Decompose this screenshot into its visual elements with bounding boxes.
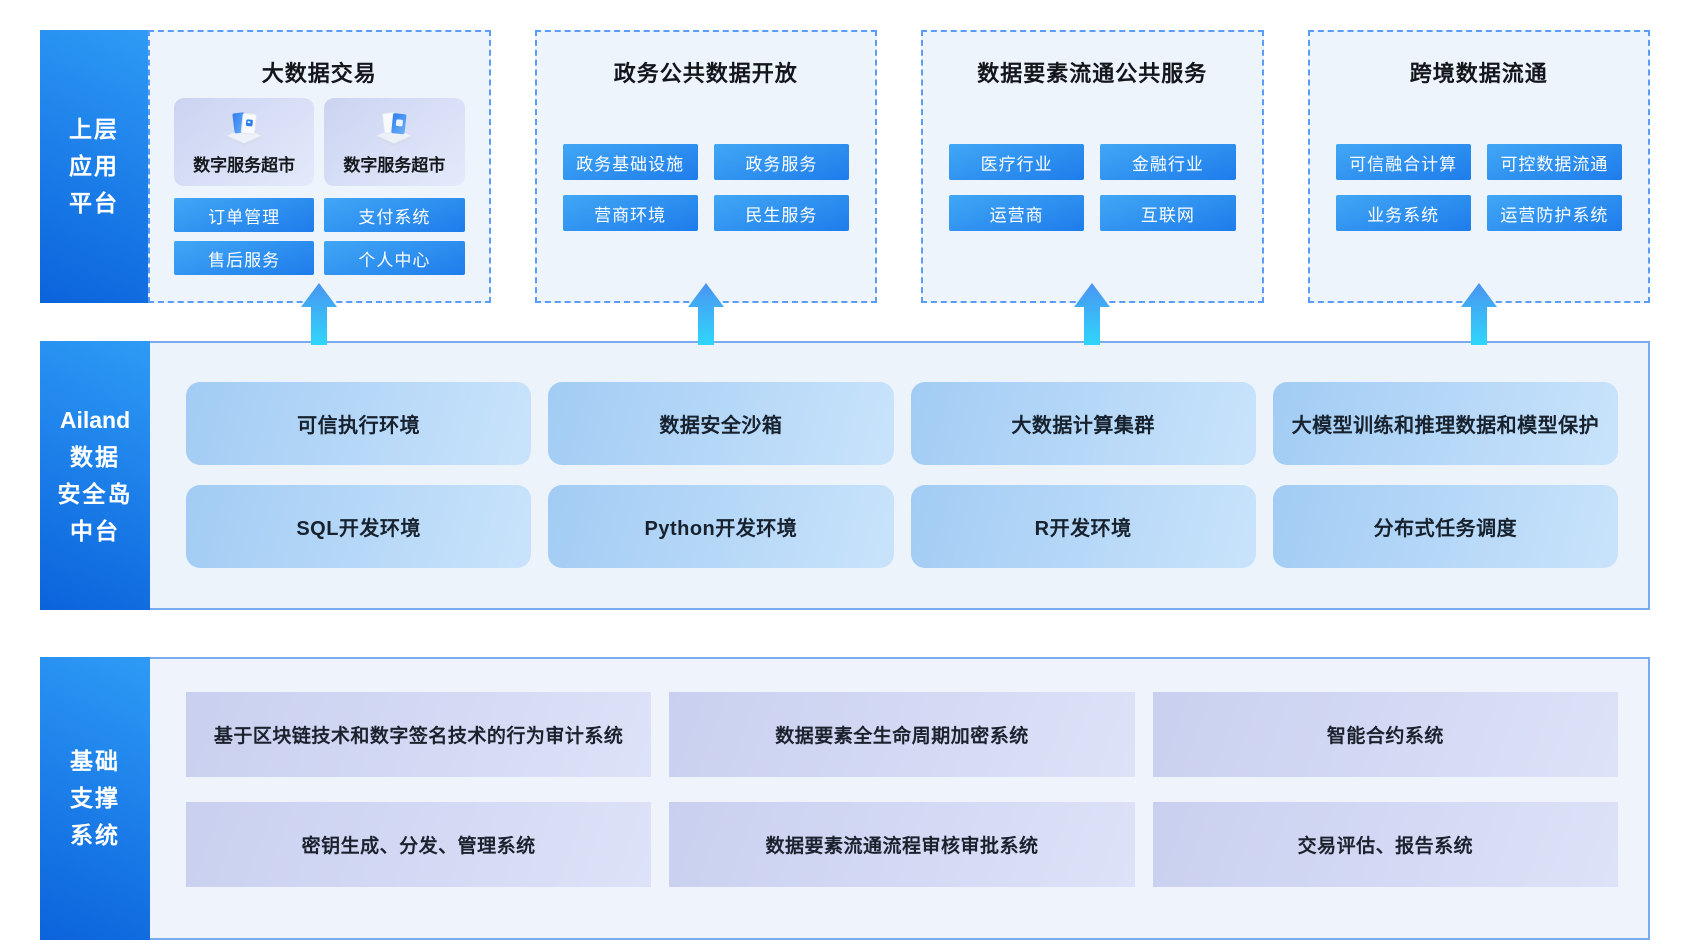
support-system-grid: 基于区块链技术和数字签名技术的行为审计系统 数据要素全生命周期加密系统 智能合约… bbox=[150, 659, 1648, 938]
digital-service-market-icon bbox=[377, 111, 412, 147]
up-arrow-icon bbox=[301, 283, 338, 345]
capability-box: R开发环境 bbox=[910, 485, 1256, 568]
digital-service-market-card: 数字服务超市 bbox=[324, 98, 465, 186]
module-chip: 营商环境 bbox=[562, 195, 698, 231]
capability-box: 分布式任务调度 bbox=[1272, 485, 1618, 568]
label-line: 中台 bbox=[70, 517, 120, 544]
label-line: 数据 bbox=[70, 443, 120, 470]
group-data-element-services: 数据要素流通公共服务 医疗行业 金融行业 运营商 互联网 bbox=[921, 30, 1264, 345]
module-chip: 运营防护系统 bbox=[1486, 195, 1622, 231]
service-market-cards: 数字服务超市 bbox=[150, 98, 489, 186]
top-groups: 大数据交易 bbox=[148, 30, 1650, 345]
group-big-data-trading: 大数据交易 bbox=[148, 30, 491, 345]
up-arrow-icon bbox=[1074, 283, 1111, 345]
module-chip: 金融行业 bbox=[1100, 144, 1236, 180]
module-chip: 支付系统 bbox=[324, 198, 465, 232]
group-title: 政务公共数据开放 bbox=[613, 61, 798, 86]
capability-box: 大数据计算集群 bbox=[910, 382, 1256, 465]
digital-service-market-icon bbox=[226, 112, 262, 147]
label-line: Ailand bbox=[59, 406, 131, 433]
ailand-capability-grid: 可信执行环境 数据安全沙箱 大数据计算集群 大模型训练和推理数据和模型保护 SQ… bbox=[150, 343, 1648, 608]
group-title: 跨境数据流通 bbox=[1409, 61, 1548, 86]
industry-modules: 医疗行业 金融行业 运营商 互联网 bbox=[923, 144, 1262, 231]
module-chip: 运营商 bbox=[949, 195, 1085, 231]
cross-border-modules: 可信融合计算 可控数据流通 业务系统 运营防护系统 bbox=[1310, 144, 1649, 231]
module-chip: 政务服务 bbox=[713, 144, 849, 180]
card-label: 数字服务超市 bbox=[193, 156, 296, 175]
capability-box: SQL开发环境 bbox=[186, 485, 532, 568]
support-system-box: 智能合约系统 bbox=[1152, 692, 1618, 777]
module-chip: 医疗行业 bbox=[949, 144, 1085, 180]
capability-box: Python开发环境 bbox=[548, 485, 894, 568]
label-line: 系统 bbox=[70, 822, 120, 848]
support-system-box: 数据要素全生命周期加密系统 bbox=[669, 692, 1135, 777]
module-chip: 互联网 bbox=[1100, 195, 1236, 231]
group-gov-public-data: 政务公共数据开放 政务基础设施 政务服务 营商环境 民生服务 bbox=[534, 30, 877, 345]
group-cross-border-data: 跨境数据流通 可信融合计算 可控数据流通 业务系统 运营防护系统 bbox=[1307, 30, 1650, 345]
ailand-data-security-island-section: Ailand 数据 安全岛 中台 可信执行环境 数据安全沙箱 大数据计算集群 大… bbox=[40, 341, 1650, 610]
support-system-box: 基于区块链技术和数字签名技术的行为审计系统 bbox=[186, 692, 652, 777]
up-arrow-icon bbox=[1460, 283, 1497, 345]
up-arrow-icon bbox=[687, 283, 724, 345]
module-chip: 个人中心 bbox=[324, 241, 465, 275]
digital-service-market-card: 数字服务超市 bbox=[174, 98, 315, 186]
module-chip: 可控数据流通 bbox=[1486, 144, 1622, 180]
module-chip: 政务基础设施 bbox=[562, 144, 698, 180]
trading-modules: 订单管理 支付系统 售后服务 个人中心 bbox=[150, 198, 489, 275]
label-line: 平台 bbox=[69, 190, 119, 216]
capability-box: 大模型训练和推理数据和模型保护 bbox=[1272, 382, 1618, 465]
module-chip: 民生服务 bbox=[713, 195, 849, 231]
upper-platform-label: 上层 应用 平台 bbox=[40, 30, 148, 303]
module-chip: 可信融合计算 bbox=[1335, 144, 1471, 180]
group-title: 数据要素流通公共服务 bbox=[977, 61, 1208, 86]
module-chip: 订单管理 bbox=[174, 198, 315, 232]
label-line: 支撑 bbox=[70, 785, 120, 811]
label-line: 上层 bbox=[69, 116, 119, 142]
support-system-box: 数据要素流通流程审核审批系统 bbox=[669, 802, 1135, 887]
module-chip: 售后服务 bbox=[174, 241, 315, 275]
support-system-box: 交易评估、报告系统 bbox=[1152, 802, 1618, 887]
group-title: 大数据交易 bbox=[261, 61, 377, 86]
ailand-platform-label: Ailand 数据 安全岛 中台 bbox=[40, 341, 150, 610]
label-line: 安全岛 bbox=[57, 480, 133, 507]
base-support-label: 基础 支撑 系统 bbox=[40, 657, 150, 940]
label-line: 应用 bbox=[69, 153, 119, 179]
module-chip: 业务系统 bbox=[1335, 195, 1471, 231]
label-line: 基础 bbox=[70, 748, 120, 774]
gov-modules: 政务基础设施 政务服务 营商环境 民生服务 bbox=[537, 144, 876, 231]
capability-box: 可信执行环境 bbox=[186, 382, 532, 465]
capability-box: 数据安全沙箱 bbox=[548, 382, 894, 465]
upper-application-platform-section: 上层 应用 平台 大数据交易 bbox=[40, 30, 1650, 345]
base-support-systems-section: 基础 支撑 系统 基于区块链技术和数字签名技术的行为审计系统 数据要素全生命周期… bbox=[40, 657, 1650, 940]
support-system-box: 密钥生成、分发、管理系统 bbox=[186, 802, 652, 887]
card-label: 数字服务超市 bbox=[343, 156, 446, 175]
